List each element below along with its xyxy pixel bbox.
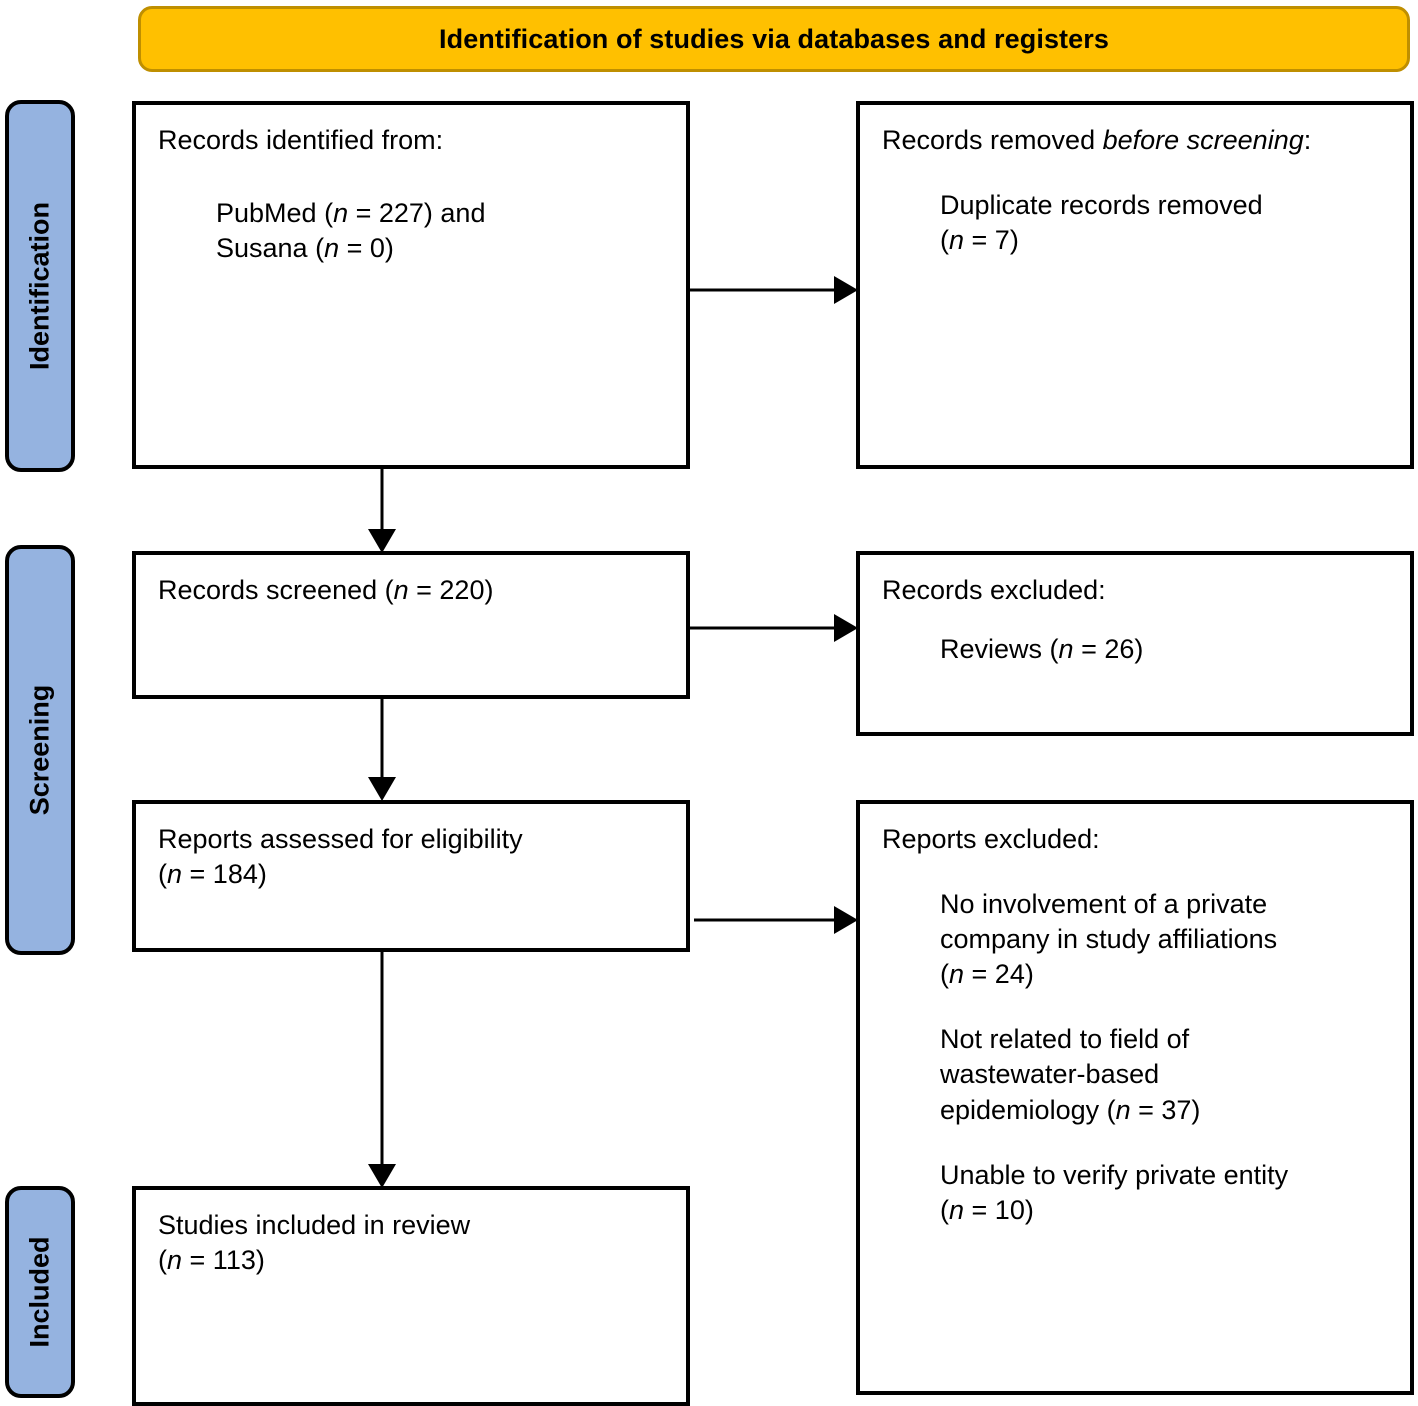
reports-excluded-reason-1-line-2: company in study affiliations	[940, 924, 1278, 955]
records-identified-source-susana: Susana (n = 0)	[216, 233, 394, 264]
arrow-eligibility-to-reports-excluded-icon	[694, 900, 860, 940]
reports-assessed-label: Reports assessed for eligibility	[158, 824, 523, 854]
box-records-excluded: Records excluded: Reviews (n = 26)	[856, 551, 1414, 736]
reports-excluded-reason-1-count: (n = 24)	[940, 959, 1034, 990]
box-records-screened: Records screened (n = 220)	[132, 551, 690, 699]
reports-assessed-count: (n = 184)	[158, 859, 267, 890]
stage-label-identification: Identification	[5, 100, 75, 472]
records-excluded-reviews: Reviews (n = 26)	[940, 634, 1144, 665]
records-identified-heading: Records identified from:	[158, 125, 444, 155]
box-reports-assessed-for-eligibility: Reports assessed for eligibility (n = 18…	[132, 800, 690, 952]
reports-excluded-reason-2-line-2: wastewater-based	[940, 1059, 1160, 1090]
arrow-eligibility-to-included-icon	[362, 950, 402, 1190]
diagram-title-banner: Identification of studies via databases …	[138, 6, 1410, 72]
duplicate-records-removed-label: Duplicate records removed	[940, 190, 1263, 221]
reports-excluded-reason-2-line-1: Not related to field of	[940, 1024, 1190, 1055]
reports-excluded-reason-3-count: (n = 10)	[940, 1194, 1034, 1225]
stage-label-screening-text: Screening	[24, 684, 55, 816]
stage-label-screening: Screening	[5, 545, 75, 955]
studies-included-label: Studies included in review	[158, 1210, 471, 1240]
arrow-identified-to-screened-icon	[362, 467, 402, 555]
records-screened-text: Records screened (n = 220)	[158, 575, 494, 605]
stage-label-included: Included	[5, 1186, 75, 1398]
arrow-screened-to-eligibility-icon	[362, 697, 402, 803]
records-identified-source-pubmed: PubMed (n = 227) and	[216, 198, 486, 229]
box-records-identified: Records identified from: PubMed (n = 227…	[132, 101, 690, 469]
duplicate-records-removed-count: (n = 7)	[940, 225, 1019, 256]
records-removed-heading: Records removed before screening:	[882, 125, 1312, 155]
reports-excluded-reason-1-line-1: No involvement of a private	[940, 889, 1268, 920]
box-reports-excluded: Reports excluded: No involvement of a pr…	[856, 800, 1414, 1395]
box-records-removed-before-screening: Records removed before screening: Duplic…	[856, 101, 1414, 469]
diagram-title-text: Identification of studies via databases …	[439, 23, 1109, 54]
studies-included-count: (n = 113)	[158, 1245, 265, 1276]
records-excluded-heading: Records excluded:	[882, 575, 1106, 605]
reports-excluded-reason-3-line-1: Unable to verify private entity	[940, 1159, 1289, 1190]
reports-excluded-reason-2-line-3: epidemiology (n = 37)	[940, 1094, 1201, 1125]
arrow-screened-to-records-excluded-icon	[688, 608, 860, 648]
reports-excluded-heading: Reports excluded:	[882, 824, 1100, 854]
arrow-identified-to-removed-icon	[688, 270, 860, 310]
stage-label-included-text: Included	[24, 1236, 55, 1348]
stage-label-identification-text: Identification	[24, 202, 55, 370]
box-studies-included-in-review: Studies included in review (n = 113)	[132, 1186, 690, 1406]
